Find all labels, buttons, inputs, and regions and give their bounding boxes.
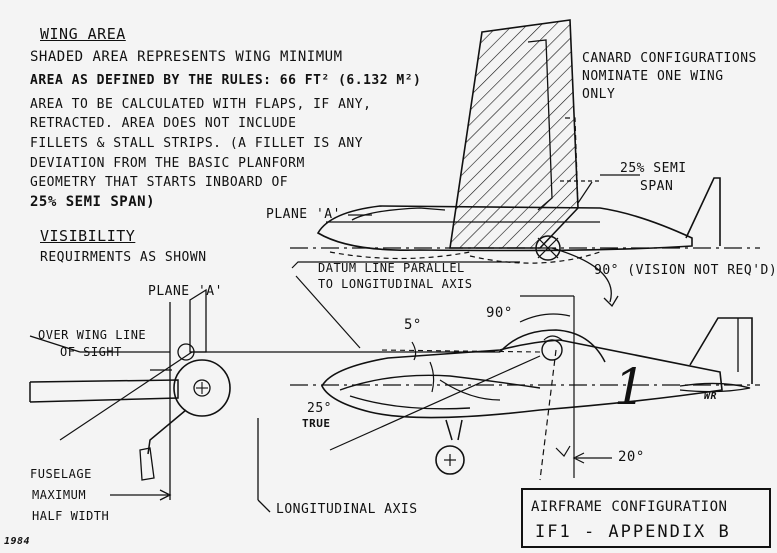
tail-fin (689, 317, 753, 384)
title-line-1: AIRFRAME CONFIGURATION (531, 499, 728, 515)
longitudinal-axis-label: LONGITUDINAL AXIS (276, 502, 418, 517)
fuselage-note-1: FUSELAGE (30, 467, 92, 481)
angle-90-label: 90° (486, 305, 513, 321)
over-wing-label-2: OF SIGHT (60, 345, 122, 359)
tail-marking: WR (704, 391, 718, 402)
over-wing-label-1: OVER WING LINE (38, 328, 147, 342)
canard-note-2: NOMINATE ONE WING (582, 69, 724, 84)
race-number: 1 (614, 358, 647, 416)
wing-area-line-5: FILLETS & STALL STRIPS. (A FILLET IS ANY (30, 136, 364, 151)
tail-top-outline (685, 177, 721, 246)
semi-span-label-1: 25% SEMI (620, 161, 687, 176)
title-block: AIRFRAME CONFIGURATION IF1 - APPENDIX B (521, 488, 771, 548)
vision-angle-label: 90° (VISION NOT REQ'D) (594, 263, 777, 278)
fuselage-side-outline (321, 339, 723, 419)
canard-note-3: ONLY (582, 87, 616, 102)
angle-20-label: 20° (618, 449, 645, 465)
visibility-heading: VISIBILITY (40, 227, 136, 245)
wing-area-line-4: RETRACTED. AREA DOES NOT INCLUDE (30, 116, 297, 131)
wing-area-line-6: DEVIATION FROM THE BASIC PLANFORM (30, 156, 305, 171)
wing-area-line-3: AREA TO BE CALCULATED WITH FLAPS, IF ANY… (30, 97, 372, 112)
wing-area-line-7: GEOMETRY THAT STARTS INBOARD OF (30, 175, 289, 190)
shaded-wing-area (449, 19, 579, 249)
wing-area-line-2: AREA AS DEFINED BY THE RULES: 66 FT² (6.… (30, 73, 422, 88)
wing-area-line-8: 25% SEMI SPAN) (30, 194, 156, 210)
plane-a-front-label: PLANE 'A' (148, 284, 223, 299)
plane-a-top-label: PLANE 'A' (266, 207, 341, 222)
angle-true-label: TRUE (302, 417, 331, 430)
semi-span-label-2: SPAN (640, 179, 674, 194)
side-view (290, 295, 760, 481)
fuselage-note-2: MAXIMUM (32, 488, 87, 502)
wing-area-line-1: SHADED AREA REPRESENTS WING MINIMUM (30, 49, 343, 65)
year-stamp: 1984 (4, 536, 31, 547)
wing-area-heading: WING AREA (40, 25, 126, 43)
visibility-note: REQUIRMENTS AS SHOWN (40, 250, 207, 265)
angle-25-label: 25° (307, 401, 332, 416)
fuselage-note-3: HALF WIDTH (32, 509, 110, 523)
angle-5-label: 5° (404, 317, 422, 333)
title-line-2: IF1 - APPENDIX B (535, 522, 731, 542)
datum-line-label-2: TO LONGITUDINAL AXIS (318, 277, 473, 291)
planform-view (290, 19, 760, 308)
canard-note-1: CANARD CONFIGURATIONS (582, 51, 757, 66)
datum-line-label-1: DATUM LINE PARALLEL (318, 261, 465, 275)
